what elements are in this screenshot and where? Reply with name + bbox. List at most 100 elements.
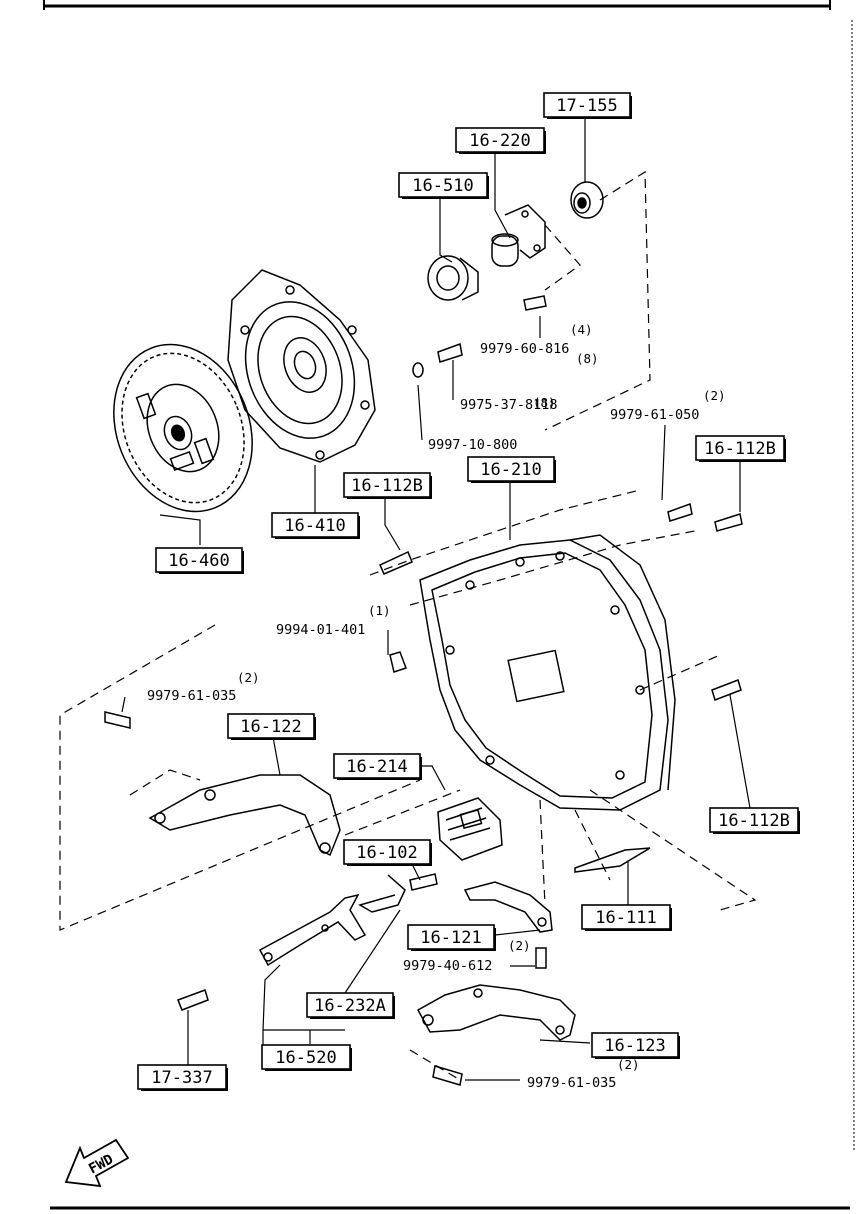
part-box-label: 16-111 (595, 908, 656, 928)
part-box-shadow (231, 717, 316, 740)
part-box-b16121: 16-121 (407, 924, 496, 951)
part-box-frame (398, 172, 488, 198)
fwd-arrow-icon: FWD (64, 1138, 130, 1188)
part-box-b16232A: 16-232A (306, 992, 395, 1019)
part-box-label: 16-520 (275, 1048, 336, 1068)
part-box-b16210: 16-210 (467, 456, 556, 483)
part-box-b16123: 16-123 (591, 1032, 680, 1059)
part-box-frame (695, 435, 785, 461)
pressure-plate-drawing (227, 269, 376, 463)
part-box-frame (333, 753, 421, 779)
part-box-label: 16-112B (351, 476, 423, 496)
part-box-b17155: 17-155 (543, 92, 632, 119)
hardware-part-number: 9979-61-035 (147, 688, 236, 704)
bracket-16-121-drawing (463, 881, 553, 933)
part-box-shadow (402, 176, 489, 199)
part-box-shadow (347, 476, 432, 499)
part-box-label: 16-210 (480, 460, 541, 480)
part-box-shadow (595, 1036, 680, 1059)
dust-boot-drawing (437, 797, 503, 861)
part-box-shadow (347, 843, 432, 866)
leader-lines (121, 118, 751, 1081)
hardware-part-number: 9979-61-050 (610, 407, 699, 423)
part-box-b16112B_a: 16-112B (343, 472, 432, 499)
hardware-part-number: 9975-37-8118 (460, 397, 558, 413)
bracket-16-122-drawing (148, 774, 341, 857)
part-box-label: 17-337 (151, 1068, 212, 1088)
bracket-16-123-drawing (416, 984, 576, 1041)
part-box-b16220: 16-220 (455, 127, 546, 154)
part-box-b16410: 16-410 (271, 512, 360, 539)
part-box-label: 16-410 (284, 516, 345, 536)
part-box-frame (271, 512, 359, 538)
part-box-frame (591, 1032, 679, 1058)
part-box-label: 17-155 (556, 96, 617, 116)
part-box-frame (343, 839, 431, 865)
hardware-part-number: 9994-01-401 (276, 622, 365, 638)
hardware-part-number: 9997-10-800 (428, 437, 517, 453)
clutch-disc-drawing (113, 343, 253, 513)
clutch-housing-drawing (419, 534, 676, 811)
hardware-quantity: (2) (508, 938, 531, 953)
part-box-label: 16-121 (420, 928, 481, 948)
assembly-dashed-lines (59, 170, 757, 1081)
part-box-shadow (459, 131, 546, 154)
part-box-frame (455, 127, 545, 153)
spring-drawing (358, 874, 406, 913)
part-box-frame (407, 924, 495, 950)
part-box-shadow (699, 439, 786, 462)
part-box-shadow (585, 908, 672, 931)
part-box-shadow (337, 757, 422, 780)
hardware-quantity: (4) (570, 322, 593, 337)
part-box-frame (137, 1064, 227, 1090)
part-box-b16122: 16-122 (227, 713, 316, 740)
part-box-frame (543, 92, 631, 118)
fastener-drawings (104, 295, 743, 1086)
cover-plate-drawing (574, 847, 651, 873)
part-box-shadow (275, 516, 360, 539)
part-box-frame (155, 547, 243, 573)
hardware-part-numbers: 9979-60-816(4)9975-37-8118(8)9997-10-800… (147, 322, 726, 1091)
part-box-label: 16-214 (346, 757, 407, 777)
part-box-label: 16-112B (718, 811, 790, 831)
part-box-b16214: 16-214 (333, 753, 422, 780)
hardware-quantity: (8) (533, 395, 556, 410)
part-box-label: 16-102 (356, 843, 417, 863)
guide-tube-drawing (491, 204, 546, 267)
part-box-label: 16-112B (704, 439, 776, 459)
part-box-frame (581, 904, 671, 930)
part-box-b16460: 16-460 (155, 547, 244, 574)
part-box-shadow (411, 928, 496, 951)
part-box-label: 16-220 (469, 131, 530, 151)
part-box-frame (343, 472, 431, 498)
part-box-shadow (265, 1048, 352, 1071)
part-box-b16102: 16-102 (343, 839, 432, 866)
release-fork-drawing (258, 893, 367, 967)
part-box-label: 16-123 (604, 1036, 665, 1056)
hardware-quantity: (2) (617, 1057, 640, 1072)
part-box-shadow (713, 811, 800, 834)
part-box-shadow (141, 1068, 228, 1091)
part-box-shadow (471, 460, 556, 483)
hardware-quantity: (2) (237, 670, 260, 685)
hardware-quantity: (8) (576, 351, 599, 366)
part-box-frame (227, 713, 315, 739)
part-box-b16111: 16-111 (581, 904, 672, 931)
hardware-part-number: 9979-61-035 (527, 1075, 616, 1091)
part-box-shadow (159, 551, 244, 574)
page-frame (43, 0, 855, 1210)
part-box-label: 16-232A (314, 996, 386, 1016)
release-bearing-drawing (427, 255, 479, 301)
part-box-shadow (310, 996, 395, 1019)
hardware-quantity: (2) (703, 388, 726, 403)
part-box-frame (261, 1044, 351, 1070)
part-box-frame (306, 992, 394, 1018)
hardware-part-number: 9979-60-816 (480, 341, 569, 357)
part-box-frame (467, 456, 555, 482)
part-box-label: 16-510 (412, 176, 473, 196)
part-box-label: 16-122 (240, 717, 301, 737)
part-box-b16510: 16-510 (398, 172, 489, 199)
part-box-b16112B_c: 16-112B (709, 807, 800, 834)
part-box-label: 16-460 (168, 551, 229, 571)
